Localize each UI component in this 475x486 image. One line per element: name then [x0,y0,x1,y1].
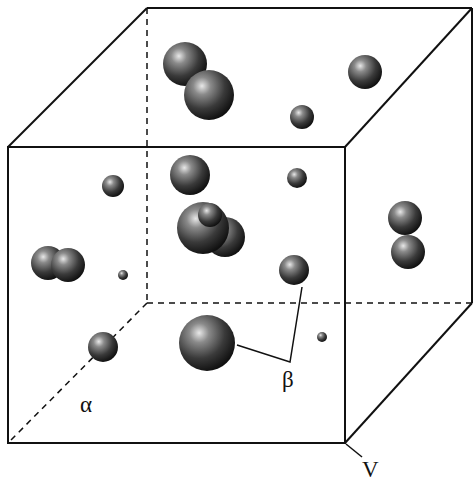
particles [31,42,425,371]
cube-edges [8,8,472,443]
phase-label: β [282,368,294,391]
leader-lines [237,287,362,457]
phase-label: α [80,393,92,416]
volume-label: V [362,458,379,481]
